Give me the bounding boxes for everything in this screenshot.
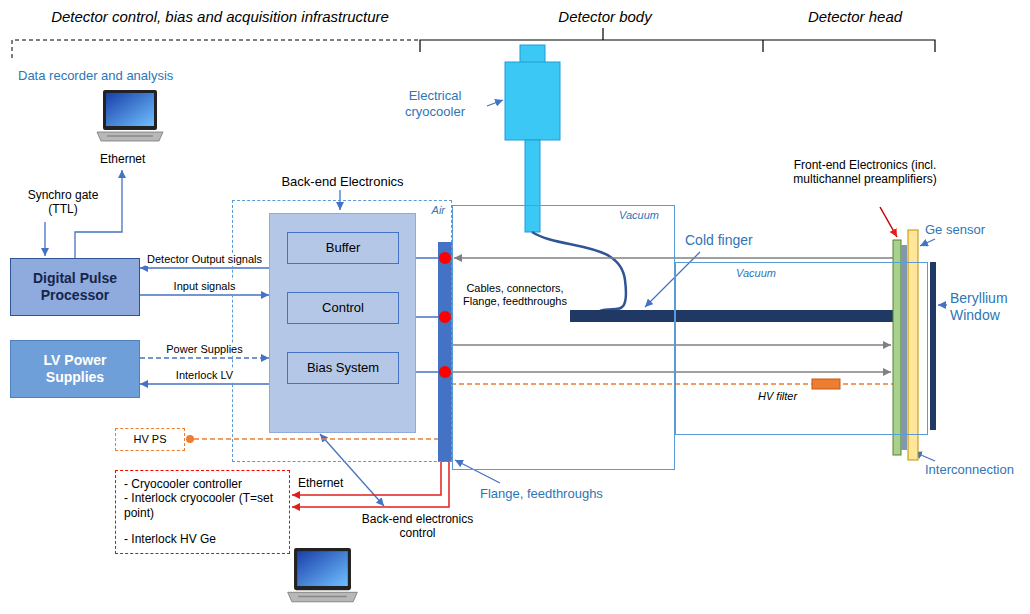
part-label: Interconnection [925,462,1025,478]
node-text: Control [322,300,364,316]
part-label: Electrical cryocooler [385,88,485,119]
part-label: HV filter [758,390,810,403]
leader-arrow [880,207,897,237]
part-label: Flange, feedthroughs [480,486,630,502]
section-heading: Detector head [795,8,915,26]
feedthrough [439,252,451,264]
node-text: - Interlock cryocooler (T=set point) [124,491,281,520]
leader-arrow [920,239,935,246]
node-text: LV Power Supplies [15,352,135,386]
node-text: HV PS [133,433,166,446]
leader-arrow [645,252,700,307]
section-bracket [420,28,935,52]
signal-label: Ethernet [298,476,358,490]
processor-box: Digital Pulse Processor [10,258,140,316]
edge-label: Power Supplies [164,343,244,356]
signal-arrow [140,383,269,384]
node-text: Bias System [307,360,379,376]
signal-arrow [140,357,269,358]
air-region: AirBack-end ElectronicsBufferControlBias… [232,200,452,462]
part-label: Back-end electronics control [360,512,475,541]
node-text: Vacuum [619,209,659,222]
leader-arrow [487,100,503,106]
cable-line [452,344,891,345]
node-text: - Interlock HV Ge [124,532,281,546]
cable-line [454,257,893,258]
detector-head-tube: Vacuum [675,262,928,435]
part-label: Beryllium Window [950,290,1025,324]
cryocooler [520,45,545,63]
signal-arrow [140,267,269,268]
node-text: Buffer [326,240,360,256]
ethernet-line [75,170,122,258]
signal-label: Ethernet [100,152,170,166]
node-text: - Cryocooler controller [124,477,281,491]
part-label: Ge sensor [925,222,1015,238]
beryllium-window [930,262,936,430]
node-text: Vacuum [736,267,776,280]
cryocooler-neck [525,140,540,232]
feedthrough [439,366,451,378]
edge-label: Input signals [172,280,238,293]
module-box: Control [287,292,399,324]
backend-box: Back-end ElectronicsBufferControlBias Sy… [269,213,416,433]
cryocooler [505,62,560,140]
laptop-icon [288,548,358,602]
cable-line [452,371,891,372]
ge-sensor [908,230,918,460]
node-text: Digital Pulse Processor [15,270,135,304]
hv-supply-box: HV PS [115,428,185,451]
leader-arrow [938,304,947,305]
section-heading: Detector control, bias and acquisition i… [25,8,415,26]
power-supply-box: LV Power Supplies [10,340,140,398]
front-end-board [893,240,901,455]
signal-label: Synchro gate (TTL) [18,188,108,217]
laptop-icon [97,90,163,141]
interconnection [901,245,907,450]
node-text: Air [432,204,445,217]
synchro-arrow [44,222,45,256]
part-label: Data recorder and analysis [18,68,218,84]
flange [438,242,452,462]
edge-label: Detector Output signals [145,253,264,266]
section-heading: Detector body [545,8,665,26]
module-box: Bias System [287,352,399,384]
feedthrough [439,311,451,323]
cold-finger [570,310,893,322]
leader-arrow [455,460,500,483]
interlock-box: - Cryocooler controller- Interlock cryoc… [115,470,290,554]
part-label: Cold finger [685,232,775,249]
signal-arrow [140,294,269,295]
section-bracket [12,40,420,58]
module-box: Buffer [287,232,399,264]
hv-filter [812,379,840,389]
node-text: Back-end Electronics [250,174,435,190]
hv-terminal [186,435,194,443]
vacuum-chamber: Vacuum [452,205,675,470]
edge-label: Interlock LV [174,369,235,382]
part-label: Cables, connectors, Flange, feedthroughs [460,282,570,308]
part-label: Front-end Electronics (incl. multichanne… [790,158,940,187]
